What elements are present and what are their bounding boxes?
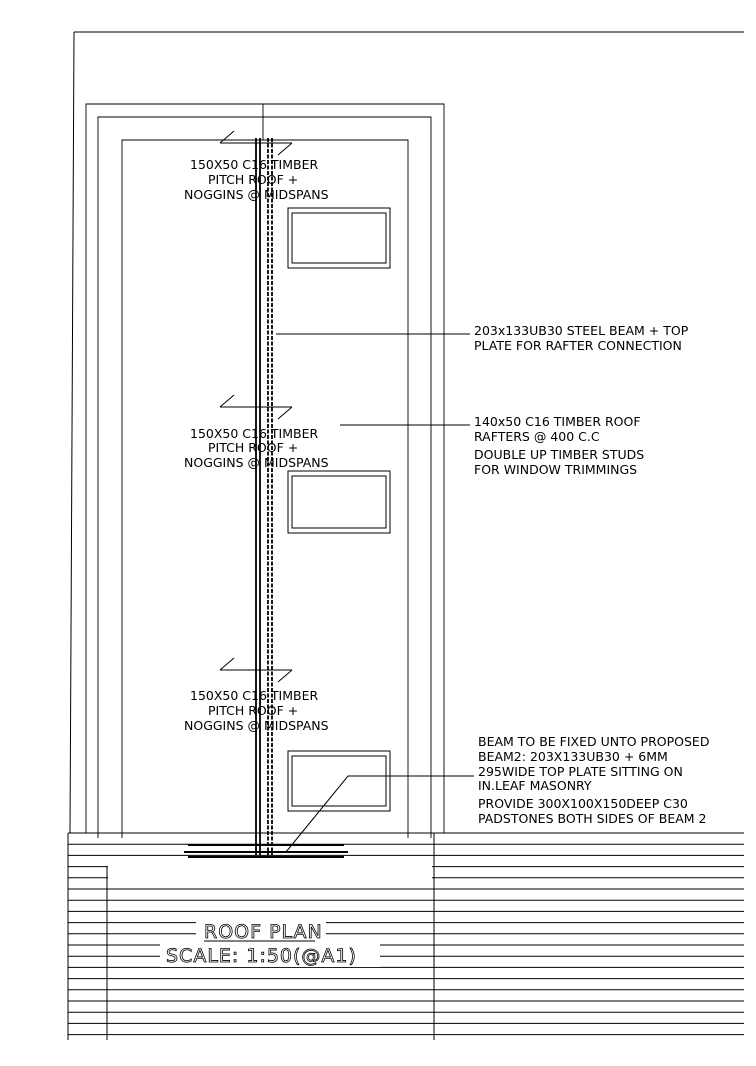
building-outline xyxy=(85,103,445,838)
pitch-marker-middle xyxy=(219,394,293,420)
site-boundary xyxy=(69,31,744,834)
label-beam-fix: BEAM TO BE FIXED UNTO PROPOSED BEAM2: 20… xyxy=(478,734,713,793)
scale-bg xyxy=(160,943,380,967)
label-timber-top: 150X50 C16 TIMBER PITCH ROOF + NOGGINS @… xyxy=(184,157,329,202)
label-studs: DOUBLE UP TIMBER STUDS FOR WINDOW TRIMMI… xyxy=(474,447,648,477)
steel-beam xyxy=(255,138,273,855)
hatch-existing-right xyxy=(434,832,744,1036)
label-padstones: PROVIDE 300X100X150DEEP C30 PADSTONES BO… xyxy=(478,796,706,826)
pitch-marker-top xyxy=(219,130,293,156)
hatch-gap xyxy=(108,866,432,880)
title-bg xyxy=(196,920,326,940)
label-timber-bottom: 150X50 C16 TIMBER PITCH ROOF + NOGGINS @… xyxy=(184,688,329,733)
window-top xyxy=(287,207,391,269)
window-middle xyxy=(287,470,391,534)
pitch-marker-bottom xyxy=(219,657,293,683)
drawing-scale: SCALE: 1:50(@A1) xyxy=(166,945,357,967)
window-bottom xyxy=(287,750,391,812)
label-rafters: 140x50 C16 TIMBER ROOF RAFTERS @ 400 C.C xyxy=(474,414,645,444)
label-steel-beam: 203x133UB30 STEEL BEAM + TOP PLATE FOR R… xyxy=(474,323,692,353)
drawing-title: ROOF PLAN xyxy=(204,921,323,943)
beam2-padstone xyxy=(184,844,348,858)
hatch-edges xyxy=(67,833,435,1040)
label-timber-middle: 150X50 C16 TIMBER PITCH ROOF + NOGGINS @… xyxy=(184,426,329,470)
leader-lines xyxy=(276,333,474,853)
